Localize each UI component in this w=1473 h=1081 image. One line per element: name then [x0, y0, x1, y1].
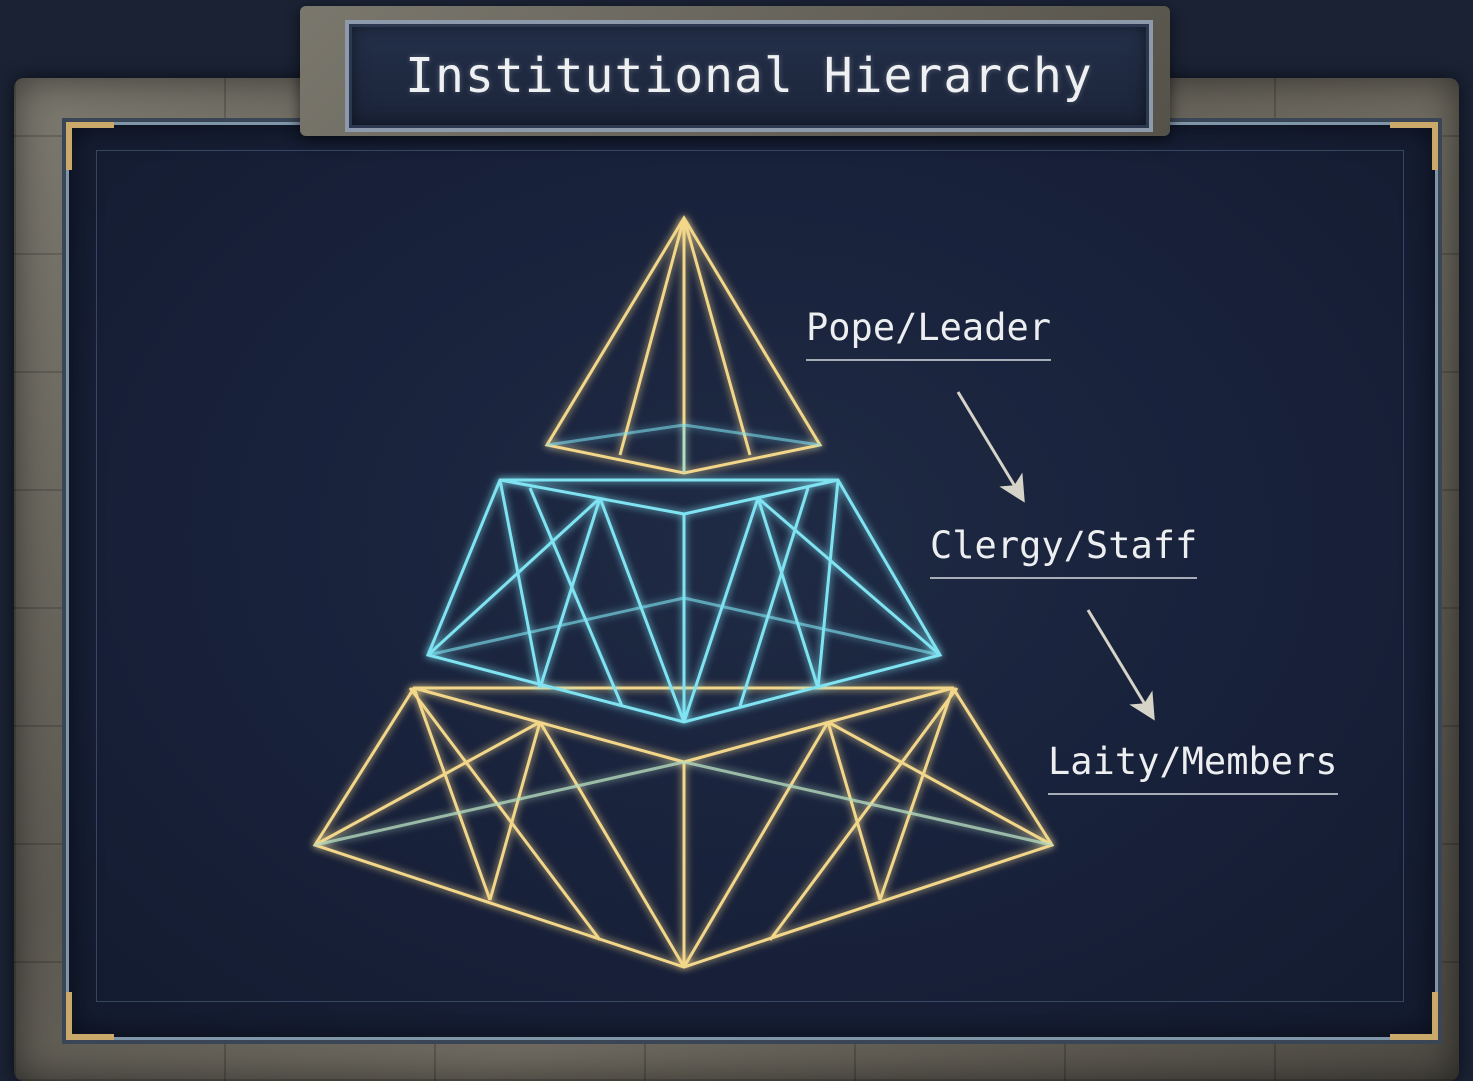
- arrow-middle-to-bottom: [1088, 610, 1152, 716]
- tier-label-bottom: Laity/Members: [1048, 742, 1338, 795]
- arrow-top-to-middle: [958, 392, 1022, 498]
- pyramid-tier-bottom: [315, 688, 1052, 967]
- tier-label-middle: Clergy/Staff: [930, 526, 1197, 579]
- tier-label-top: Pope/Leader: [806, 308, 1051, 361]
- pyramid-tier-top: [547, 218, 820, 473]
- pyramid-tier-middle: [428, 480, 940, 722]
